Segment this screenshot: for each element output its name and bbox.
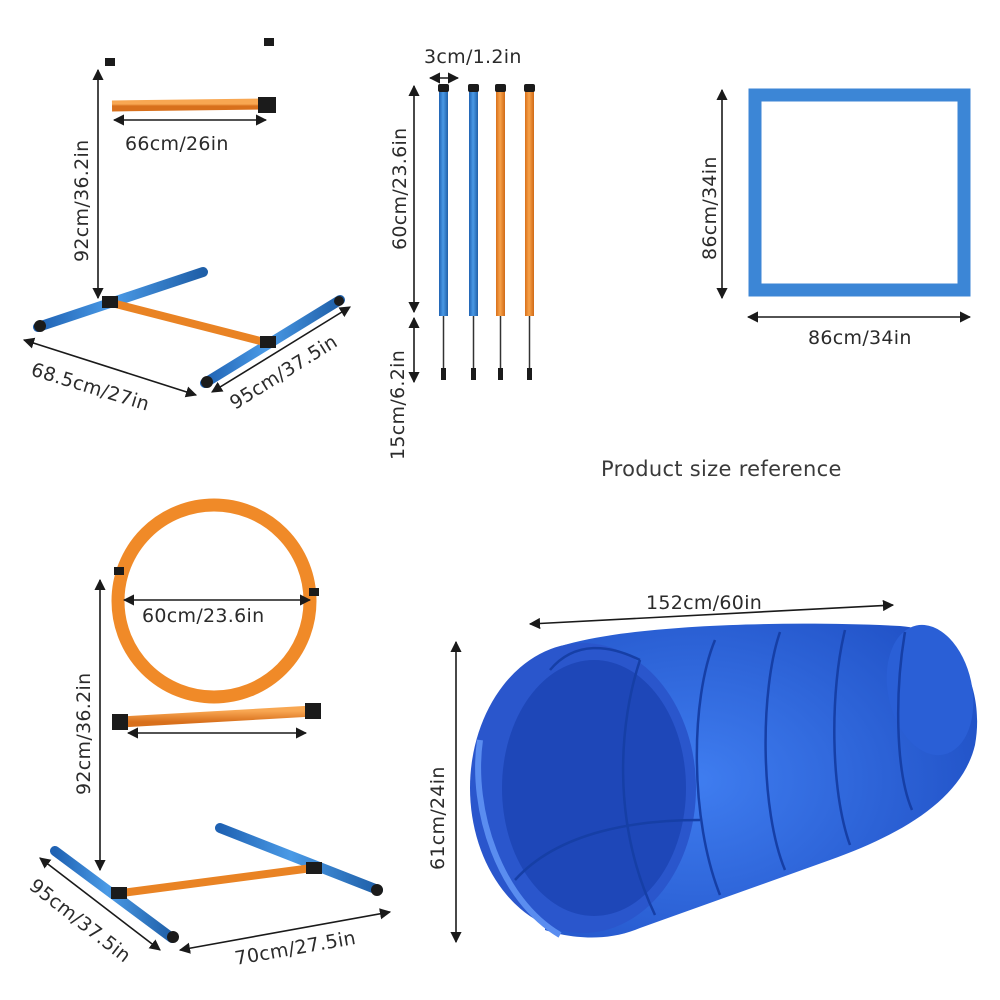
tunnel-length-arrow — [528, 599, 895, 630]
tire-clip — [305, 703, 321, 719]
hurdle-joint — [260, 336, 276, 348]
tire-joint — [306, 862, 322, 874]
tire-middle-bar — [120, 705, 314, 728]
hurdle-cap — [105, 58, 115, 66]
weave-pole-spikes — [442, 316, 531, 380]
tunnel-rim-highlight — [475, 739, 562, 938]
hurdle-foot-cap — [201, 376, 213, 388]
tire-depth-arrow — [39, 857, 161, 951]
weave-pole-blue — [439, 88, 448, 316]
hurdle-cap — [264, 38, 274, 46]
tunnel-inner-wall — [502, 660, 686, 916]
weave-diameter-label: 3cm/1.2in — [424, 46, 522, 68]
tire-cap — [309, 588, 319, 596]
hurdle-top-bar — [111, 98, 269, 112]
tire-width-arrow — [178, 908, 392, 954]
weave-spike-label: 15cm/6.2in — [387, 350, 409, 460]
tire-clip — [112, 714, 128, 730]
hurdle-figure: 92cm/36.2in 66cm/26in 68.5cm/27in 95cm/3… — [22, 38, 351, 416]
hurdle-bottom-bar — [104, 298, 272, 347]
tire-foot-cap — [167, 931, 179, 943]
pause-box-height-label: 86cm/34in — [699, 156, 721, 260]
weave-poles-figure: 3cm/1.2in 60cm/23.6in 15cm/6.2in — [387, 46, 535, 460]
hurdle-base-depth-label: 68.5cm/27in — [29, 359, 153, 416]
pause-box-figure: 86cm/34in 86cm/34in — [699, 88, 972, 349]
pause-box-frame — [748, 88, 971, 297]
tunnel-diameter-label: 61cm/24in — [427, 766, 449, 870]
tunnel-far-end — [886, 624, 974, 756]
weave-pole-orange — [496, 88, 505, 316]
weave-pole-cap — [524, 84, 535, 92]
tire-joint — [111, 887, 127, 899]
hurdle-clip — [258, 97, 276, 113]
pause-box-width-label: 86cm/34in — [808, 327, 912, 349]
tire-height-label: 92cm/36.2in — [73, 673, 95, 795]
weave-height-label: 60cm/23.6in — [389, 128, 411, 250]
tunnel-ribs — [514, 629, 914, 916]
hurdle-depth-arrow — [22, 337, 198, 398]
weave-pole-cap — [495, 84, 506, 92]
hurdle-base-arrow — [211, 306, 351, 393]
tire-base-leg-right — [215, 823, 383, 895]
hurdle-base-leg-left — [33, 267, 208, 332]
weave-pole-spike-tips — [441, 368, 532, 380]
tire-ring — [111, 498, 317, 704]
tire-ring-label: 60cm/23.6in — [142, 605, 264, 627]
tire-bottom-bar — [118, 864, 316, 897]
hurdle-joint — [102, 296, 118, 308]
caption: Product size reference — [601, 457, 842, 481]
hurdle-foot-cap — [334, 296, 344, 306]
tire-jump-figure: 92cm/36.2in 60cm/23.6in 95cm/37.5in 70cm… — [25, 498, 392, 970]
tunnel-figure: 152cm/60in 61cm/24in — [427, 592, 978, 944]
weave-pole-cap — [468, 84, 479, 92]
tunnel-length-label: 152cm/60in — [646, 592, 762, 614]
hurdle-bar-width-label: 66cm/26in — [125, 133, 229, 155]
tire-cap — [114, 567, 124, 575]
weave-pole-cap — [438, 84, 449, 92]
weave-pole-orange — [525, 88, 534, 316]
weave-pole-blue — [469, 88, 478, 316]
hurdle-foot-cap — [34, 320, 46, 332]
hurdle-height-label: 92cm/36.2in — [71, 140, 93, 262]
tire-base-width-label: 70cm/27.5in — [233, 927, 357, 970]
tire-foot-cap — [371, 884, 383, 896]
